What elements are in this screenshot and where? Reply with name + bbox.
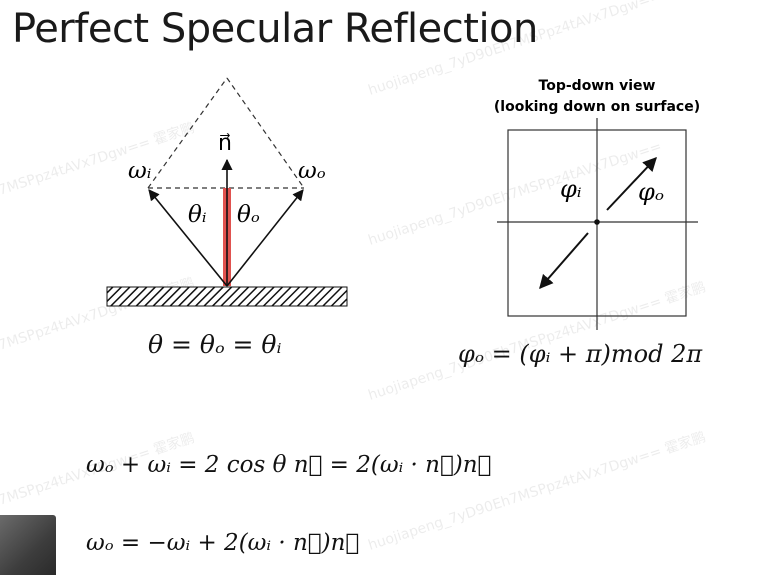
video-thumbnail: [0, 515, 56, 575]
reflection-equation-1: ωₒ + ωᵢ = 2 cos θ n⃗ = 2(ωᵢ · n⃗)n⃗: [86, 452, 492, 478]
normal-label: n⃗: [218, 131, 232, 156]
phi-o-label: φₒ: [638, 178, 664, 206]
slide-title: Perfect Specular Reflection: [12, 6, 538, 52]
origin-dot: [594, 219, 600, 225]
watermark-text: huojiapeng_7yD90Eh7MSPpz4tAVx7Dgw== 霍家鹏: [366, 0, 708, 99]
omega-o-arrow: [226, 189, 304, 287]
reflection-equation-2: ωₒ = −ωᵢ + 2(ωᵢ · n⃗)n⃗: [86, 530, 360, 556]
phi-equation: φₒ = (φᵢ + π)mod 2π: [458, 340, 703, 368]
reflection-top-down-view: Top-down view (looking down on surface) …: [494, 78, 700, 330]
omega-o-label: ωₒ: [298, 158, 326, 184]
top-down-subheading: (looking down on surface): [494, 99, 700, 115]
dashed-construction-line: [226, 77, 305, 189]
omega-i-label: ωᵢ: [128, 158, 151, 184]
watermark-text: 7MSPpz4tAVx7Dgw== 霍家鹏: [0, 119, 197, 199]
phi-o-arrow: [606, 156, 657, 211]
theta-o-label: θₒ: [237, 202, 260, 228]
watermark-text: huojiapeng_7yD90Eh7MSPpz4tAVx7Dgw==: [366, 139, 663, 249]
reflection-side-view: n⃗ ωᵢ ωₒ θᵢ θₒ: [106, 77, 348, 307]
watermark-text: huojiapeng_7yD90Eh7MSPpz4tAVx7Dgw== 霍家鹏: [366, 428, 708, 554]
phi-i-arrow: [539, 232, 589, 290]
phi-i-label: φᵢ: [560, 175, 582, 203]
omega-i-arrow: [148, 189, 228, 287]
dashed-construction-line: [147, 77, 228, 189]
surface-hatch: [106, 286, 348, 307]
theta-i-label: θᵢ: [188, 202, 206, 228]
theta-equation: θ = θₒ = θᵢ: [148, 330, 282, 359]
top-down-heading: Top-down view: [539, 78, 656, 94]
